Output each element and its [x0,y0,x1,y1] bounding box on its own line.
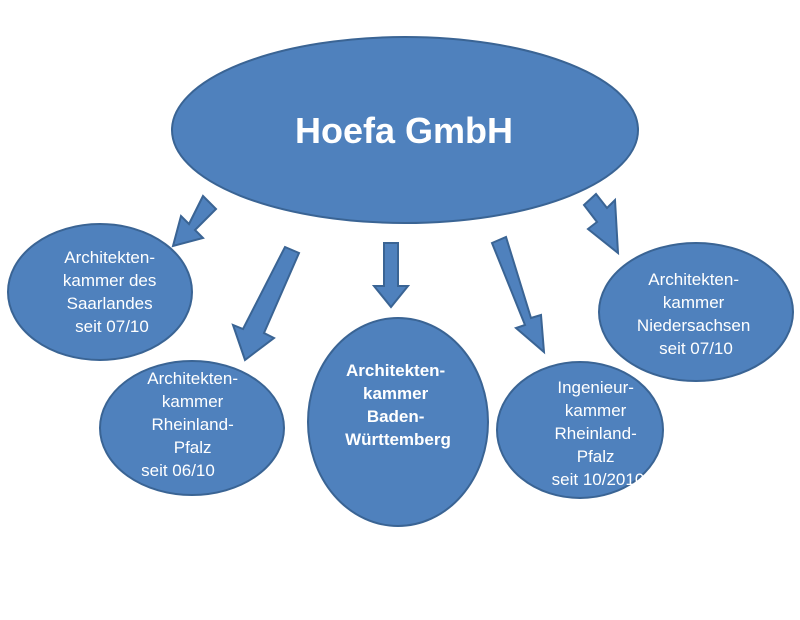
node-line: kammer des [63,271,157,290]
arrows [171,192,620,362]
node-line: Architekten- [648,270,739,289]
node-line: kammer [663,293,725,312]
node-line: Baden- [367,407,425,426]
node-line: seit 07/10 [75,317,149,336]
node-line: Rheinland- [152,415,234,434]
node-saarland: Architekten- kammer des Saarlandes seit … [7,223,193,361]
node-rheinland-pfalz-ing-label: Ingenieur- kammer Rheinland- Pfalz seit … [552,378,645,489]
arrow-to-rheinland-pfalz-ing [490,235,546,355]
node-rheinland-pfalz-arch-label: Architekten- kammer Rheinland- Pfalz sei… [141,369,243,480]
node-line: Pfalz [577,447,615,466]
node-baden-wuerttemberg-label: Architekten- kammer Baden- Württemberg [345,361,451,449]
node-line: Saarlandes [67,294,153,313]
node-line: seit 06/10 [141,461,215,480]
node-rheinland-pfalz-ing: Ingenieur- kammer Rheinland- Pfalz seit … [496,361,664,499]
node-rheinland-pfalz-arch: Architekten- kammer Rheinland- Pfalz sei… [99,360,285,496]
node-baden-wuerttemberg: Architekten- kammer Baden- Württemberg [307,317,489,527]
node-line: kammer [565,401,627,420]
node-niedersachsen-label: Architekten- kammer Niedersachsen seit 0… [637,270,755,358]
root-ellipse [171,36,639,224]
node-line: Württemberg [345,430,451,449]
node-line: seit 07/10 [659,339,733,358]
node-niedersachsen: Architekten- kammer Niedersachsen seit 0… [598,242,794,382]
node-niedersachsen-ellipse [598,242,794,382]
node-line: Niedersachsen [637,316,750,335]
node-rheinland-pfalz-ing-ellipse [496,361,664,499]
arrow-to-baden-wuerttemberg [371,242,411,309]
node-rheinland-pfalz-arch-ellipse [99,360,285,496]
root-node: Hoefa GmbH [171,36,639,224]
node-line: Architekten- [346,361,445,380]
node-line: Architekten- [147,369,238,388]
node-line: kammer [363,384,429,403]
node-line: Pfalz [174,438,212,457]
node-saarland-label: Architekten- kammer des Saarlandes seit … [63,248,161,336]
node-baden-wuerttemberg-ellipse [307,317,489,527]
node-saarland-ellipse [7,223,193,361]
arrow-to-rheinland-pfalz-arch [231,245,301,362]
arrow-to-niedersachsen [582,192,620,256]
node-line: kammer [162,392,224,411]
root-label: Hoefa GmbH [295,110,513,151]
node-line: Architekten- [64,248,155,267]
node-line: Ingenieur- [557,378,634,397]
arrow-to-saarland [171,194,218,248]
node-line: seit 10/2010 [552,470,645,489]
node-line: Rheinland- [555,424,637,443]
